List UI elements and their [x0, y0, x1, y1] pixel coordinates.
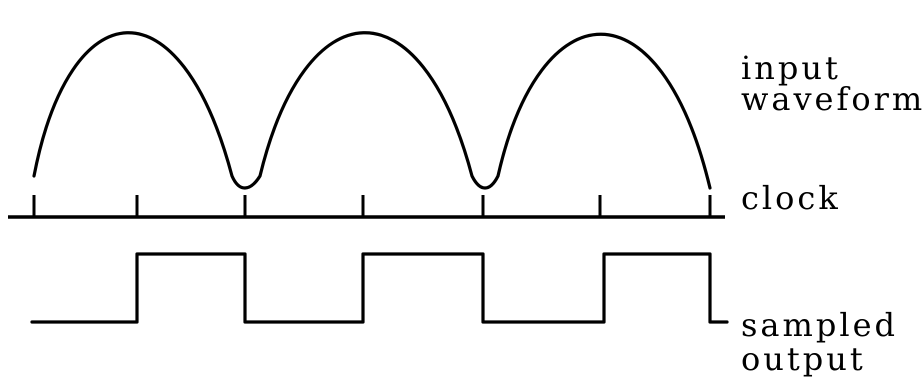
input-waveform-label-line1: input — [741, 49, 841, 87]
clock-label: clock — [741, 179, 841, 217]
sampled-output-label-line2: output — [741, 340, 866, 378]
sampled-output-waveform — [30, 252, 729, 324]
input-waveform — [32, 31, 712, 190]
sampled-output-label-line1: sampled — [741, 306, 898, 344]
input-waveform-label-line2: waveform — [741, 80, 922, 118]
